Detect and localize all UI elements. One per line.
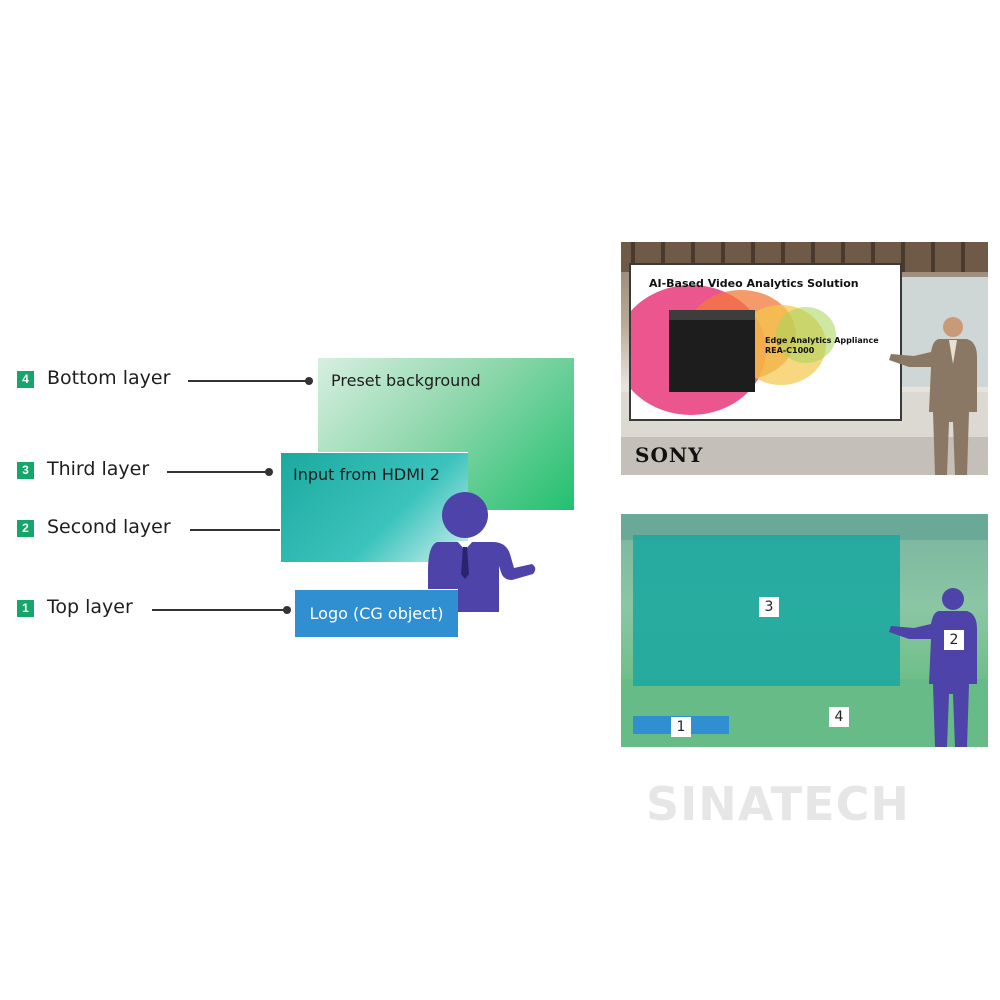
third-layer-label: Third layer [47, 458, 149, 480]
sinatech-watermark: SINATECH [646, 777, 910, 831]
layer-marker-3: 3 [759, 597, 779, 617]
layer-breakdown-screenshot: 1 2 3 4 [621, 514, 988, 747]
hdmi-input-label: Input from HDMI 2 [293, 465, 440, 484]
logo-cg-layer: Logo (CG object) [294, 589, 458, 637]
third-layer-connector-dot [265, 468, 273, 476]
third-layer-connector [167, 471, 269, 473]
screen-headline: AI-Based Video Analytics Solution [649, 277, 859, 290]
bottom-layer-connector-dot [305, 377, 313, 385]
top-layer-connector-dot [283, 606, 291, 614]
layer-number-badge-3: 3 [17, 462, 34, 479]
display-panel: AI-Based Video Analytics Solution Edge A… [629, 263, 902, 421]
preset-background-label: Preset background [331, 371, 481, 390]
presenter-photo [869, 312, 984, 475]
product-model: REA-C1000 [765, 346, 879, 356]
top-layer-connector [152, 609, 284, 611]
second-layer-label: Second layer [47, 516, 171, 538]
composited-output-screenshot: AI-Based Video Analytics Solution Edge A… [621, 242, 988, 475]
layer-number-badge-2: 2 [17, 520, 34, 537]
appliance-device-image [669, 310, 755, 392]
layer-marker-2: 2 [944, 630, 964, 650]
presenter-silhouette [869, 584, 984, 747]
top-layer-label: Top layer [47, 596, 133, 618]
bottom-layer-connector [188, 380, 308, 382]
layer-number-badge-4: 4 [17, 371, 34, 388]
product-caption: Edge Analytics Appliance REA-C1000 [765, 336, 879, 356]
layer-number-badge-1: 1 [17, 600, 34, 617]
layer-marker-4: 4 [829, 707, 849, 727]
product-name: Edge Analytics Appliance [765, 336, 879, 346]
layer-marker-1: 1 [671, 717, 691, 737]
sony-logo: SONY [635, 443, 703, 467]
bottom-layer-label: Bottom layer [47, 367, 170, 389]
